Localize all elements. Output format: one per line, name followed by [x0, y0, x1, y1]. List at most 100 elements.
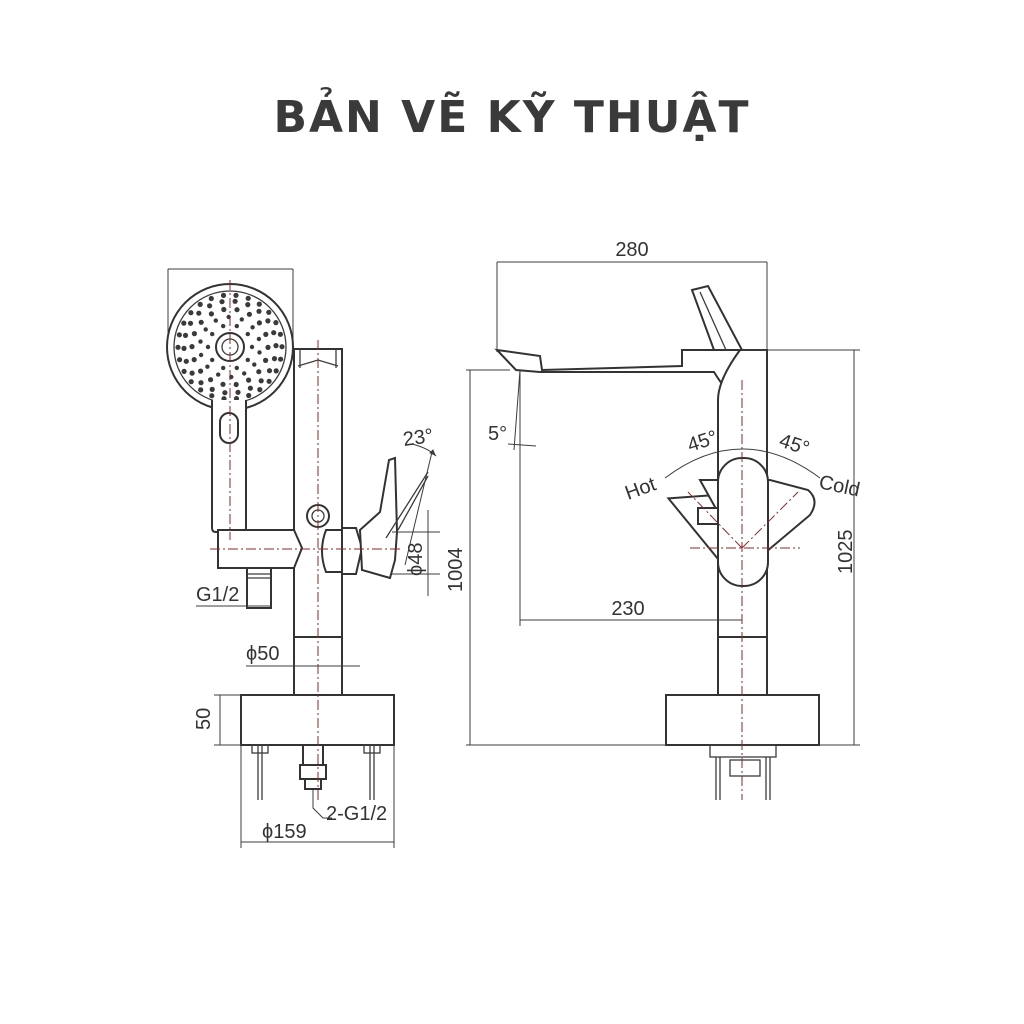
nozzle: [209, 393, 215, 399]
front-diverter: [697, 507, 719, 525]
diameter-handle-label: ϕ48: [405, 543, 427, 576]
spout-height-label: 1004: [445, 548, 467, 593]
right-front-view: 280 45° 45° Hot Cold: [445, 239, 862, 800]
front-base: [665, 694, 820, 746]
nozzle: [181, 345, 187, 351]
outlet-thread-label: G1/2: [196, 584, 239, 606]
diameter-48-dimension: ϕ48: [392, 510, 440, 596]
shower-button: [219, 412, 239, 444]
nozzle: [249, 344, 255, 350]
spout-angle-label: 5°: [488, 423, 507, 445]
nozzle: [245, 331, 250, 337]
nozzle: [271, 356, 278, 362]
nozzle: [233, 396, 240, 402]
nozzle: [256, 301, 262, 307]
diameter-50-dimension: ϕ50: [246, 643, 360, 672]
nozzle: [246, 377, 252, 383]
nozzle: [220, 381, 226, 387]
nozzle: [265, 318, 271, 324]
nozzle: [183, 358, 189, 364]
nozzle: [266, 378, 272, 384]
nozzle: [198, 339, 203, 344]
nozzle: [182, 332, 189, 338]
nozzle: [250, 325, 255, 330]
nozzle: [273, 343, 279, 349]
nozzle: [257, 387, 263, 393]
base-height-dimension: 50: [193, 694, 241, 746]
lever-handle: [358, 456, 399, 580]
nozzle: [198, 380, 204, 386]
nozzle: [239, 317, 244, 322]
nozzle: [234, 307, 240, 313]
nozzle: [271, 330, 277, 336]
nozzle: [198, 387, 204, 393]
nozzle: [216, 372, 221, 377]
nozzle: [213, 318, 218, 323]
nozzle: [181, 320, 187, 326]
nozzle: [263, 331, 269, 337]
inlet-thread-leader: 2-G1/2: [312, 790, 387, 825]
nozzle: [198, 368, 204, 374]
top-width-label: 280: [615, 239, 648, 261]
nozzle: [210, 357, 215, 363]
nozzle: [175, 344, 181, 350]
nozzle: [235, 389, 241, 395]
nozzle: [189, 370, 195, 376]
hand-shower-holder: [690, 284, 744, 351]
nozzle: [196, 310, 202, 316]
page-title: BẢN VẼ KỸ THUẬT: [273, 92, 751, 143]
nozzle: [205, 344, 211, 350]
cold-label: Cold: [817, 471, 862, 501]
nozzle: [245, 295, 251, 301]
nozzle: [222, 390, 228, 396]
nozzle: [198, 352, 204, 358]
nozzle: [198, 319, 204, 325]
nozzle: [245, 357, 250, 363]
shower-nozzles: [175, 292, 285, 402]
nozzle: [246, 311, 252, 317]
nozzle: [181, 368, 187, 374]
nozzle: [221, 306, 227, 313]
outlet-thread: [246, 567, 272, 609]
lever-open-position: [385, 471, 429, 539]
nozzle: [233, 381, 239, 388]
nozzle: [220, 292, 227, 298]
nozzle: [256, 369, 262, 375]
nozzle: [246, 392, 252, 399]
nozzle: [263, 357, 269, 363]
nozzle: [219, 299, 225, 305]
nozzle: [232, 298, 238, 304]
nozzle: [233, 292, 239, 298]
nozzle: [221, 365, 226, 371]
nozzle: [176, 332, 182, 338]
nozzle: [191, 331, 197, 337]
inlet-thread-label: 2-G1/2: [326, 803, 387, 825]
nozzle: [187, 320, 194, 326]
nozzle: [242, 371, 247, 376]
nozzle: [265, 344, 271, 350]
nozzle: [245, 302, 251, 308]
nozzle: [210, 331, 215, 337]
spout-reach-label: 230: [611, 598, 644, 620]
nozzle: [279, 344, 285, 350]
nozzle: [257, 350, 262, 355]
nozzle: [266, 309, 272, 315]
nozzle: [273, 320, 279, 326]
nozzle: [209, 386, 215, 392]
nozzle: [234, 323, 239, 329]
nozzle: [278, 356, 284, 362]
nozzle: [252, 362, 257, 367]
angle-23-dimension: 23°: [402, 425, 437, 566]
column-diameter-label: ϕ50: [246, 643, 279, 665]
nozzle: [266, 368, 273, 374]
nozzle: [189, 344, 195, 350]
front-handle: [717, 457, 769, 587]
total-height-label: 1025: [835, 530, 857, 575]
angle-handle-label: 23°: [402, 425, 435, 451]
nozzle: [207, 303, 213, 309]
nozzle: [256, 308, 262, 314]
nozzle: [256, 336, 262, 342]
nozzle: [177, 357, 183, 363]
nozzle: [208, 311, 214, 317]
